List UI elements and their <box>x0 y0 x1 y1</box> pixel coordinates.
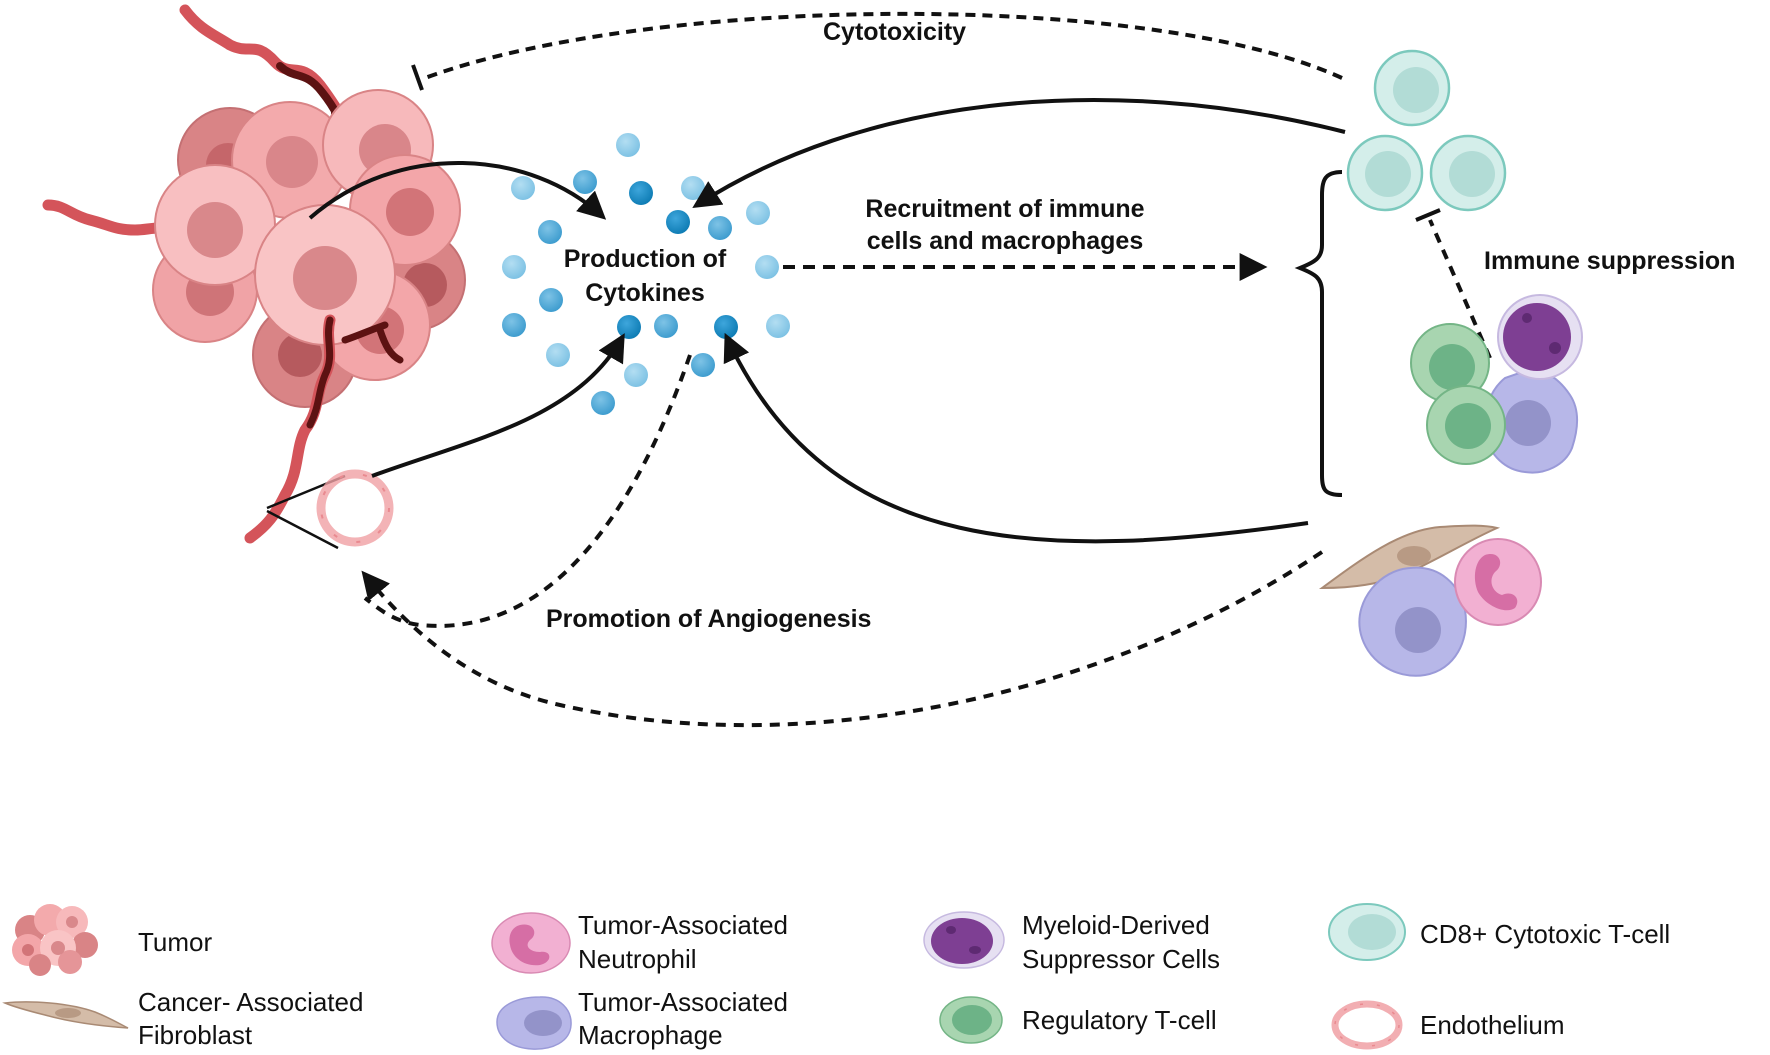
tumor-icon <box>12 904 98 976</box>
arrow-tam-group-to-endothelium <box>361 550 1324 728</box>
cd8-t-cell <box>1373 49 1451 127</box>
inhibit-bar-cytotoxicity <box>411 64 424 91</box>
mdsc-cell <box>1497 294 1583 380</box>
cytokine-dot <box>755 255 779 279</box>
macrophage-icon <box>496 996 572 1050</box>
cytokine-dot <box>691 353 715 377</box>
fibroblast-icon <box>2 1001 129 1029</box>
suppressor-cell-group <box>1410 294 1583 474</box>
cytokine-dot <box>681 176 705 200</box>
neutrophil-icon <box>491 912 571 974</box>
cd8-t-cell-group <box>1346 49 1507 212</box>
label-immune-suppression: Immune suppression <box>1484 247 1736 275</box>
cytokine-dot <box>746 201 770 225</box>
legend-label-mdsc-line2: Suppressor Cells <box>1022 944 1220 974</box>
tumor-associated-neutrophil <box>1454 538 1542 626</box>
label-recruitment-line2: cells and macrophages <box>866 227 1144 255</box>
legend-label-treg: Regulatory T-cell <box>1022 1005 1217 1035</box>
cytokine-dot <box>629 181 653 205</box>
cytokine-dot <box>591 391 615 415</box>
legend-label-macrophage-line2: Macrophage <box>578 1020 723 1050</box>
cytokine-dot <box>654 314 678 338</box>
endothelium-icon <box>1331 1000 1403 1050</box>
cytokine-dot <box>617 315 641 339</box>
cytokine-dot <box>666 210 690 234</box>
cytokine-dot <box>714 315 738 339</box>
cytokine-dot <box>538 220 562 244</box>
cytokine-cluster <box>502 133 790 415</box>
arrow-tam-group-to-cytokines <box>723 332 1309 544</box>
tam-tan-caf-group <box>1318 524 1542 677</box>
cytokine-dot <box>624 363 648 387</box>
label-recruitment-line1: Recruitment of immune <box>865 195 1145 223</box>
cytokine-dot <box>573 170 597 194</box>
tumor-associated-macrophage <box>1483 368 1578 474</box>
legend-label-fibroblast-line2: Fibroblast <box>138 1020 253 1050</box>
cd8-t-cell <box>1346 134 1424 212</box>
endothelium-cross-section <box>266 469 394 550</box>
mdsc-icon <box>923 911 1005 969</box>
cytokine-dot <box>539 288 563 312</box>
arrow-cd8-to-cytokines <box>692 98 1346 209</box>
legend-label-endothelium: Endothelium <box>1420 1010 1565 1040</box>
tumor-cluster <box>42 4 466 544</box>
cytokine-dot <box>766 314 790 338</box>
arrow-immune-suppression <box>1428 219 1492 359</box>
label-cytotoxicity: Cytotoxicity <box>823 18 967 46</box>
tumor-associated-macrophage <box>1358 566 1467 677</box>
cytokine-dot <box>708 216 732 240</box>
arrow-tumor-to-cytokines <box>308 160 607 220</box>
treg-icon <box>939 996 1003 1044</box>
regulatory-t-cell <box>1410 323 1490 403</box>
blood-vessel-bottom-dark <box>306 316 404 429</box>
tumor-cell <box>254 204 396 346</box>
cytokine-dot <box>502 255 526 279</box>
cytokine-dot <box>546 343 570 367</box>
label-cytokines-line2: Cytokines <box>585 279 705 307</box>
cytokine-dot <box>616 133 640 157</box>
grouping-brace <box>1294 170 1343 497</box>
regulatory-t-cell <box>1426 385 1506 465</box>
arrow-angiogenesis <box>363 354 692 628</box>
cytokine-dot <box>502 313 526 337</box>
arrow-endothelium-to-cytokines <box>371 333 625 478</box>
legend-label-neutrophil-line1: Tumor-Associated <box>578 910 788 940</box>
legend-label-cd8: CD8+ Cytotoxic T-cell <box>1420 919 1671 949</box>
blood-vessel-left <box>42 199 166 236</box>
cytokine-dot <box>511 176 535 200</box>
legend-label-tumor: Tumor <box>138 927 213 957</box>
legend-label-macrophage-line1: Tumor-Associated <box>578 987 788 1017</box>
inhibit-bar-immune-suppression <box>1415 208 1441 222</box>
legend-label-fibroblast-line1: Cancer- Associated <box>138 987 364 1017</box>
arrows <box>308 11 1492 728</box>
label-cytokines-line1: Production of <box>563 245 727 273</box>
cd8-tcell-icon <box>1328 903 1406 961</box>
legend-label-neutrophil-line2: Neutrophil <box>578 944 697 974</box>
label-angiogenesis: Promotion of Angiogenesis <box>546 605 872 633</box>
cd8-t-cell <box>1429 134 1507 212</box>
legend <box>2 903 1406 1050</box>
legend-label-mdsc-line1: Myeloid-Derived <box>1022 910 1210 940</box>
tumor-cell <box>154 164 276 286</box>
arrow-cytotoxicity <box>424 11 1343 80</box>
